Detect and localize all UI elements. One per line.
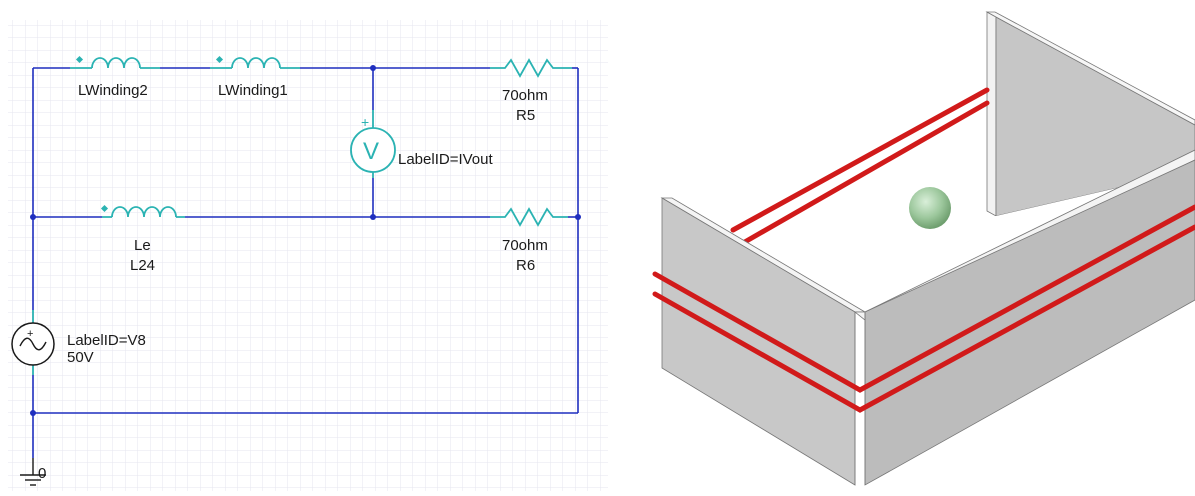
back-wall — [985, 11, 1195, 217]
r6-name: R6 — [516, 257, 535, 274]
voltmeter-circle — [350, 127, 396, 173]
voltmeter-symbol: V — [363, 138, 379, 165]
r6-value: 70ohm — [502, 237, 548, 254]
source-label: LabelID=V8 — [67, 332, 146, 349]
inductor-lwinding1: LWinding1 — [210, 55, 300, 99]
front-wall — [853, 149, 1195, 486]
polarity-dot — [100, 204, 109, 213]
model-canvas — [652, 11, 1195, 486]
resistor-r6: 70ohm R6 — [490, 207, 568, 274]
lwinding2-label: LWinding2 — [78, 82, 148, 99]
inductor-le: Le L24 — [100, 204, 185, 274]
sine-icon — [19, 337, 47, 351]
lwinding1-label: LWinding1 — [218, 82, 288, 99]
schematic-canvas: LWinding2 LWinding1 70ohm R5 V + LabelID… — [8, 20, 608, 491]
voltage-source: + LabelID=V8 50V — [11, 310, 146, 375]
r5-name: R5 — [516, 107, 535, 124]
le-name: L24 — [130, 257, 155, 274]
polarity-dot — [215, 55, 224, 64]
inductor-lwinding2: LWinding2 — [70, 55, 160, 99]
voltmeter-label: LabelID=IVout — [398, 151, 493, 168]
wires — [32, 67, 579, 458]
plus-sign: + — [361, 114, 369, 130]
source-value: 50V — [67, 349, 94, 366]
circuit-schematic: LWinding2 LWinding1 70ohm R5 V + LabelID… — [8, 20, 608, 491]
sphere — [909, 187, 951, 229]
resistor-r5: 70ohm R5 — [490, 58, 572, 124]
r5-value: 70ohm — [502, 87, 548, 104]
ground-label: 0 — [38, 465, 46, 482]
junction-dots — [30, 65, 581, 416]
back-coil — [730, 87, 990, 246]
le-value: Le — [134, 237, 151, 254]
ground-icon: 0 — [20, 458, 46, 486]
3d-model-view — [610, 0, 1195, 491]
plus-sign: + — [27, 328, 33, 340]
voltmeter: V + LabelID=IVout — [350, 110, 493, 178]
front-coil — [652, 204, 1195, 413]
